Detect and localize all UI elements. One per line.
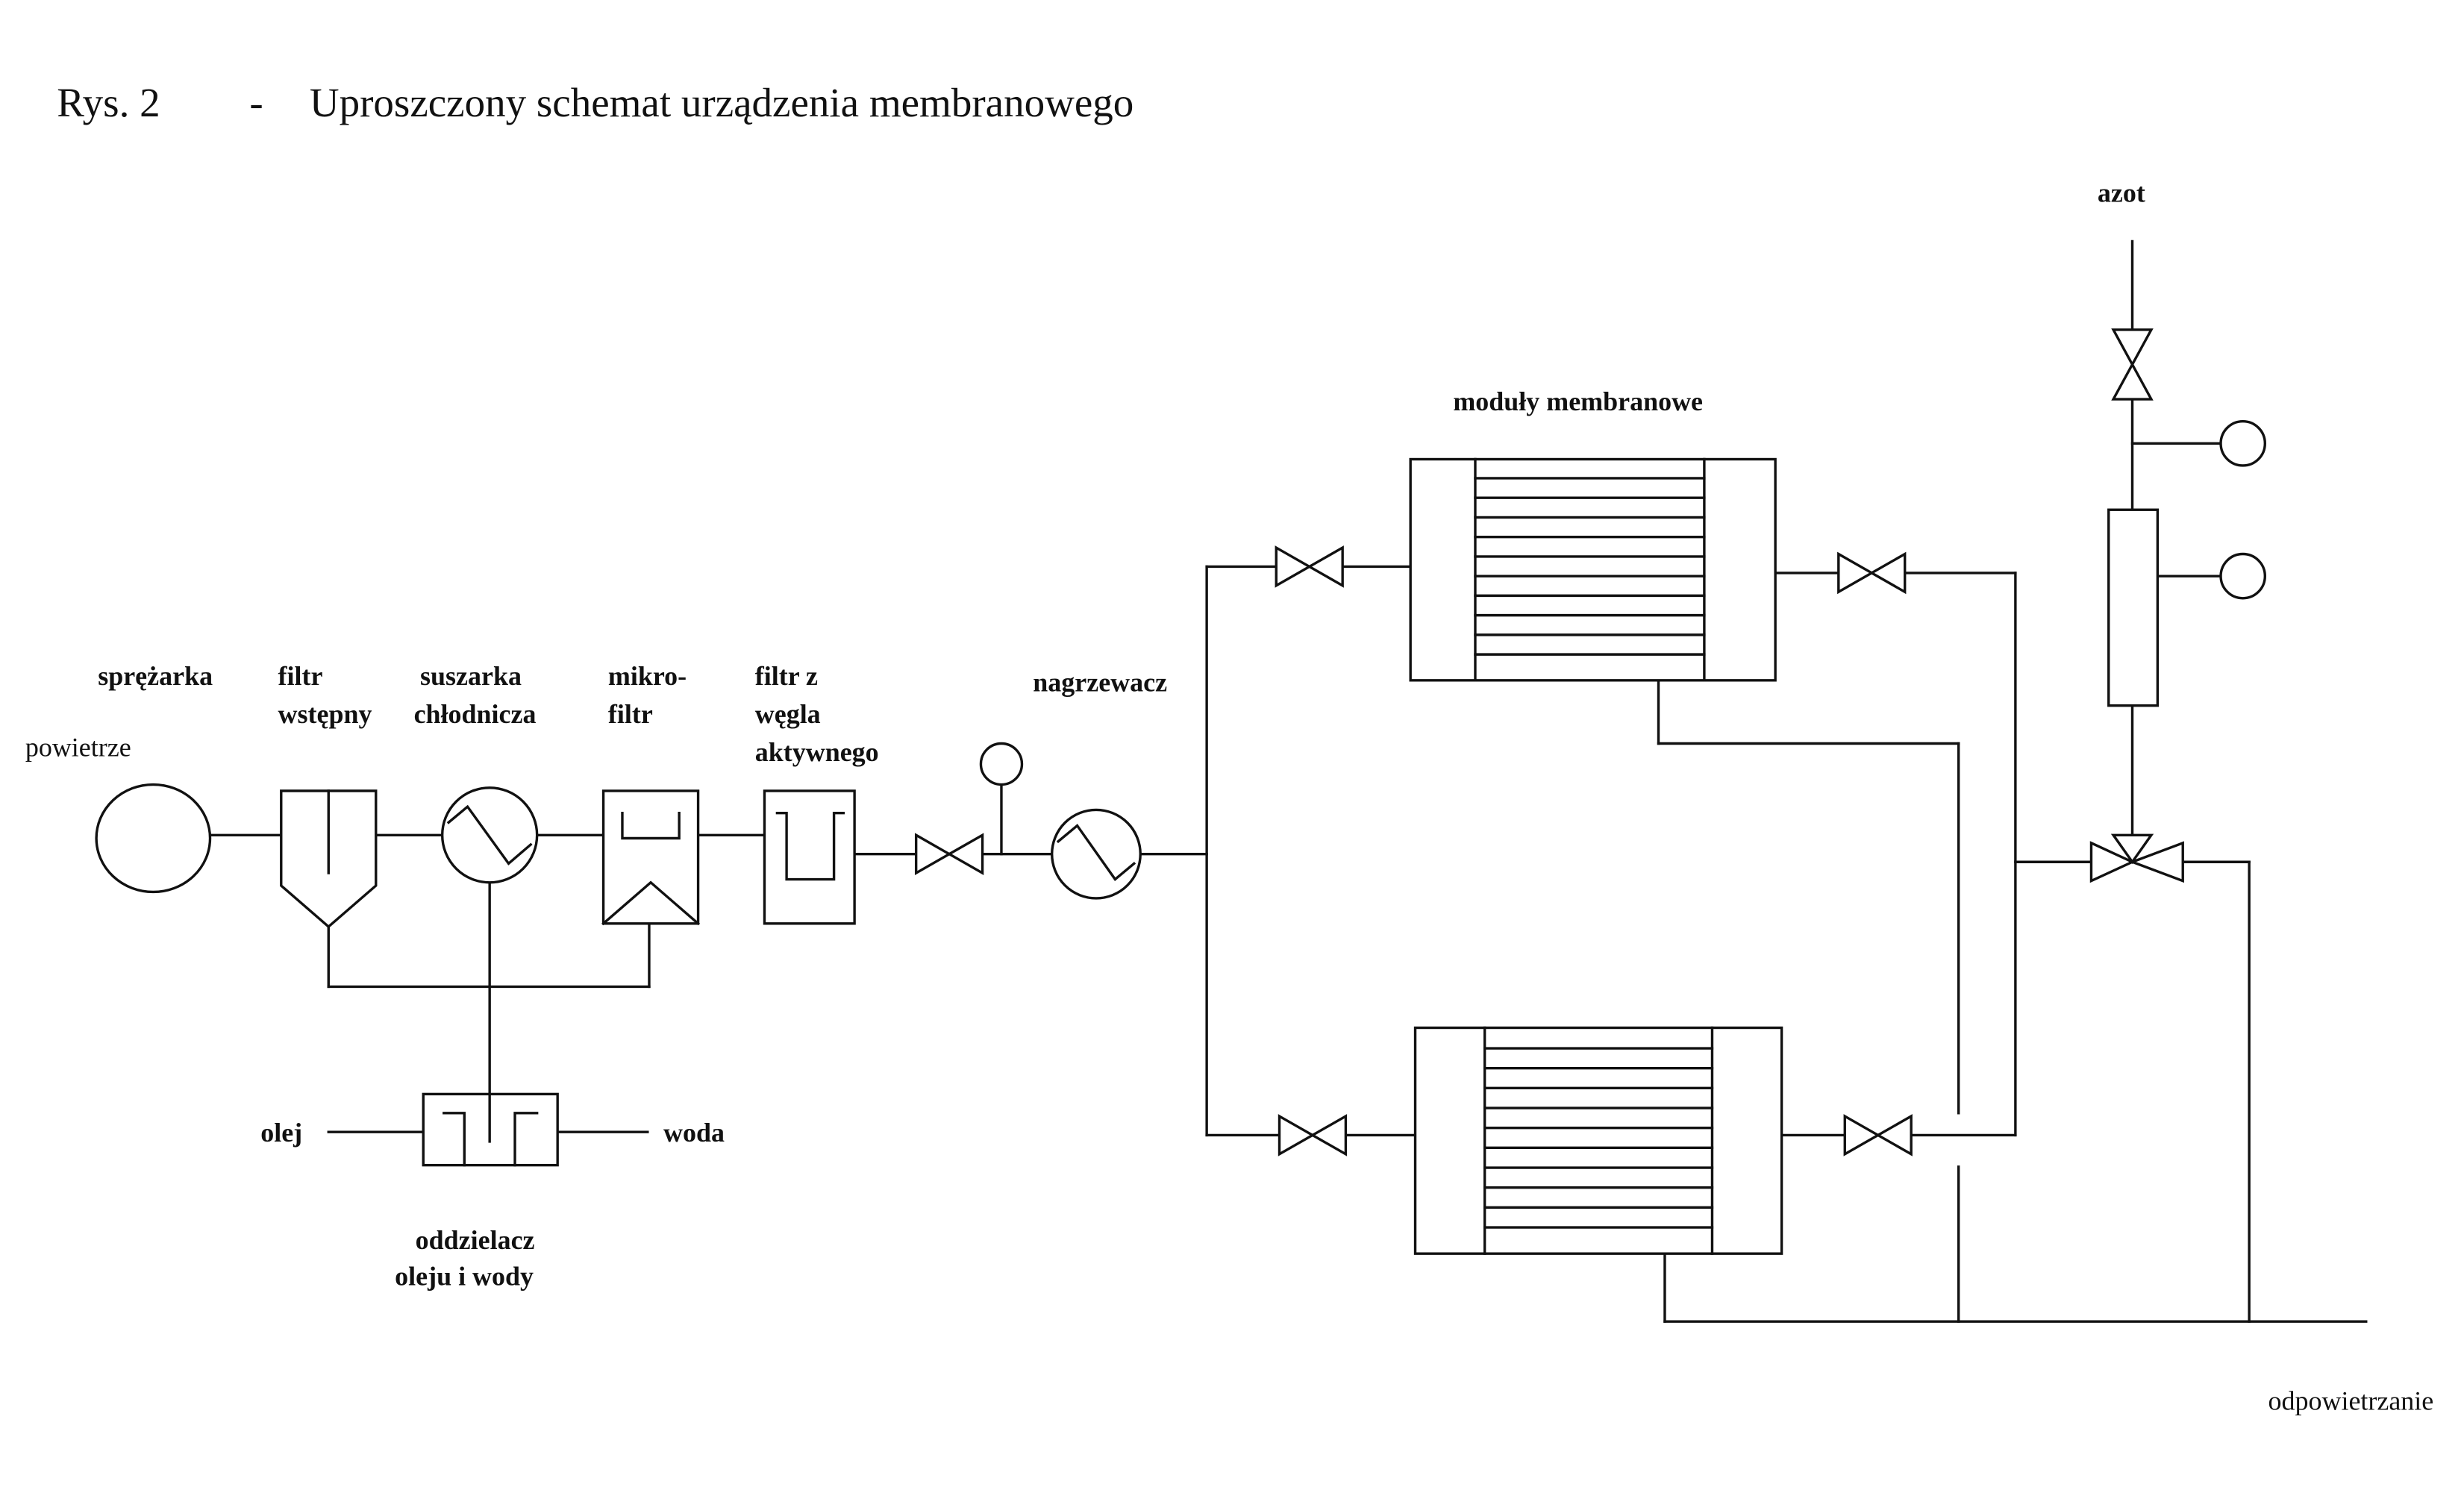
valve-module-1-in bbox=[1275, 545, 1344, 588]
membrane-module-bottom bbox=[1413, 1026, 1783, 1255]
title-dash: - bbox=[249, 80, 263, 125]
valve-module-2-out bbox=[1843, 1114, 1913, 1156]
label-filtr-wegla-2: węgla bbox=[755, 699, 821, 729]
pressure-gauge bbox=[979, 742, 1024, 786]
label-azot: azot bbox=[2098, 178, 2145, 207]
title-text: Uproszczony schemat urządzenia membranow… bbox=[310, 80, 1133, 125]
compressor-symbol bbox=[95, 783, 212, 894]
gauge-nitrogen-2 bbox=[2219, 552, 2266, 600]
three-way-valve bbox=[2089, 833, 2184, 883]
label-filtr-wstepny-1: filtr bbox=[278, 661, 323, 691]
valve-nitrogen bbox=[2111, 328, 2154, 401]
oil-water-separator-symbol bbox=[422, 1092, 559, 1167]
valve-module-1-out bbox=[1837, 551, 1907, 595]
pipes bbox=[207, 240, 2368, 1323]
membrane-fibers-top bbox=[1474, 477, 1706, 656]
dryer-symbol bbox=[440, 786, 539, 884]
membrane-fibers-bottom bbox=[1483, 1047, 1714, 1229]
label-olej: olej bbox=[260, 1118, 302, 1148]
label-suszarka-2: chłodnicza bbox=[414, 699, 537, 729]
label-mikrofiltr-2: filtr bbox=[608, 699, 653, 729]
label-powietrze: powietrze bbox=[25, 732, 131, 762]
labels: powietrze sprężarka filtr wstępny suszar… bbox=[25, 178, 2433, 1415]
valve-module-2-in bbox=[1278, 1114, 1348, 1156]
figure-title: Rys. 2 - Uproszczony schemat urządzenia … bbox=[57, 80, 1133, 125]
valve-inlet bbox=[914, 833, 984, 875]
label-filtr-wegla-3: aktywnego bbox=[755, 737, 879, 767]
carbon-filter-symbol bbox=[763, 789, 856, 925]
title-prefix: Rys. 2 bbox=[57, 80, 160, 125]
label-sprezarka: sprężarka bbox=[98, 661, 213, 691]
label-woda: woda bbox=[663, 1118, 725, 1148]
label-moduly-membranowe: moduły membranowe bbox=[1453, 386, 1703, 416]
flowmeter-symbol bbox=[2107, 508, 2160, 707]
membrane-module-top bbox=[1409, 457, 1777, 682]
label-oddzielacz-2: oleju i wody bbox=[395, 1262, 534, 1292]
label-suszarka-1: suszarka bbox=[420, 661, 522, 691]
pre-filter-symbol bbox=[280, 789, 378, 929]
label-mikrofiltr-1: mikro- bbox=[608, 661, 687, 691]
label-nagrzewacz: nagrzewacz bbox=[1033, 668, 1167, 698]
label-filtr-wstepny-2: wstępny bbox=[278, 699, 372, 729]
label-oddzielacz-1: oddzielacz bbox=[416, 1225, 535, 1255]
gauge-nitrogen-1 bbox=[2219, 420, 2266, 467]
label-odpowietrzanie: odpowietrzanie bbox=[2268, 1386, 2434, 1416]
microfilter-symbol bbox=[601, 789, 700, 926]
heater-symbol bbox=[1051, 808, 1142, 900]
label-filtr-wegla-1: filtr z bbox=[755, 661, 818, 691]
